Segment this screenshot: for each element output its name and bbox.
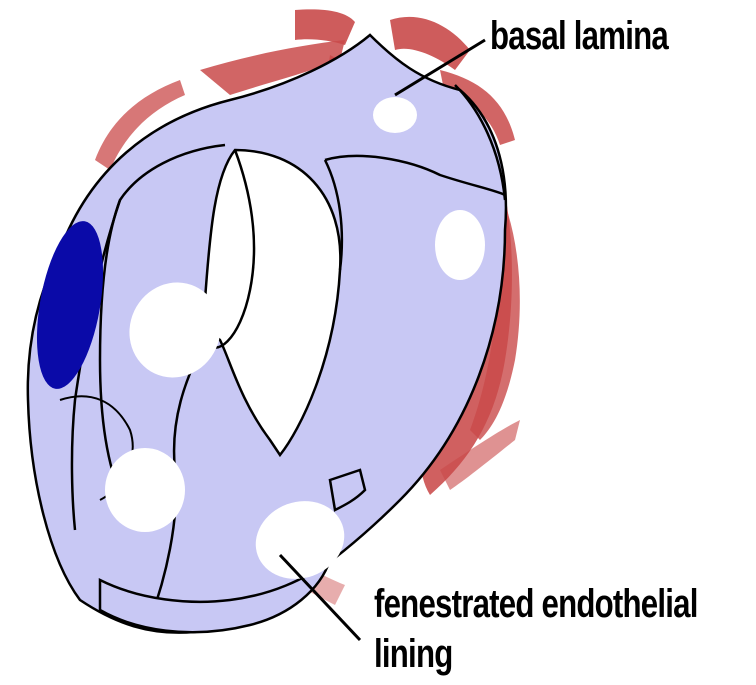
label-fenestrated-line1: fenestrated endothelial <box>374 582 698 626</box>
label-fenestrated-line2: lining <box>374 632 452 676</box>
label-basal-lamina: basal lamina <box>490 14 668 58</box>
